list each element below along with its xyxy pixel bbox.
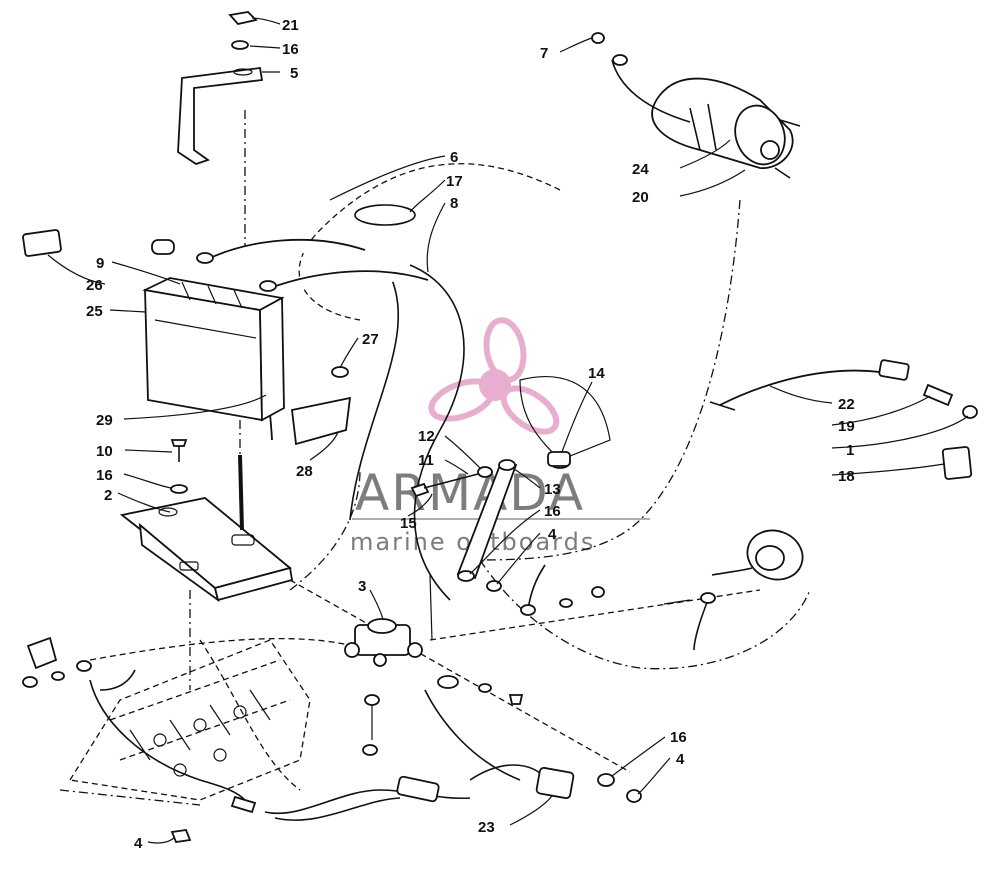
callout-29: 29 <box>96 412 113 429</box>
callout-13: 13 <box>544 481 561 498</box>
horn <box>663 529 804 651</box>
callout-28: 28 <box>296 463 313 480</box>
callout-11: 11 <box>418 452 434 469</box>
callout-15: 15 <box>400 515 417 532</box>
callout-9: 9 <box>96 255 104 272</box>
callout-21: 21 <box>282 17 299 34</box>
callout-2: 2 <box>104 487 112 504</box>
callout-20: 20 <box>632 189 649 206</box>
callout-18: 18 <box>838 468 855 485</box>
callout-25: 25 <box>86 303 103 320</box>
battery-tray <box>119 439 294 603</box>
callout-27: 27 <box>362 331 379 348</box>
callout-16-tray: 16 <box>96 467 113 484</box>
engine-outline <box>59 639 311 806</box>
watermark-propeller-logo <box>428 317 560 435</box>
callout-16-lower: 16 <box>544 503 561 520</box>
solenoid <box>344 574 524 756</box>
callout-4-upper: 4 <box>548 526 557 543</box>
callout-1: 1 <box>846 442 854 459</box>
callout-3: 3 <box>358 578 366 595</box>
right-wire-group <box>709 359 978 480</box>
callout-5: 5 <box>290 65 298 82</box>
watermark-brand: ARMADA <box>355 464 585 522</box>
callout-16-right: 16 <box>670 729 687 746</box>
leader-lines <box>47 17 969 844</box>
wiring-harness <box>264 689 642 821</box>
callout-19: 19 <box>838 418 855 435</box>
battery-hold-down-bracket <box>177 11 264 165</box>
callout-labels: 21 16 5 7 6 17 8 24 20 9 26 25 27 14 22 … <box>86 17 855 852</box>
callout-6: 6 <box>450 149 458 166</box>
callout-7: 7 <box>540 45 548 62</box>
callout-22: 22 <box>838 396 855 413</box>
callout-23: 23 <box>478 819 495 836</box>
callout-26: 26 <box>86 277 103 294</box>
callout-8: 8 <box>450 195 458 212</box>
mount-hardware <box>410 376 611 616</box>
callout-14: 14 <box>588 365 605 382</box>
callout-4-bottom: 4 <box>134 835 143 852</box>
callout-10: 10 <box>96 443 113 460</box>
callout-17: 17 <box>446 173 463 190</box>
battery <box>22 229 352 446</box>
starter-motor <box>591 32 801 179</box>
callout-16: 16 <box>282 41 299 58</box>
callout-4-right: 4 <box>676 751 685 768</box>
callout-24: 24 <box>632 161 649 178</box>
lower-left-wire <box>22 636 257 843</box>
callout-12: 12 <box>418 428 435 445</box>
